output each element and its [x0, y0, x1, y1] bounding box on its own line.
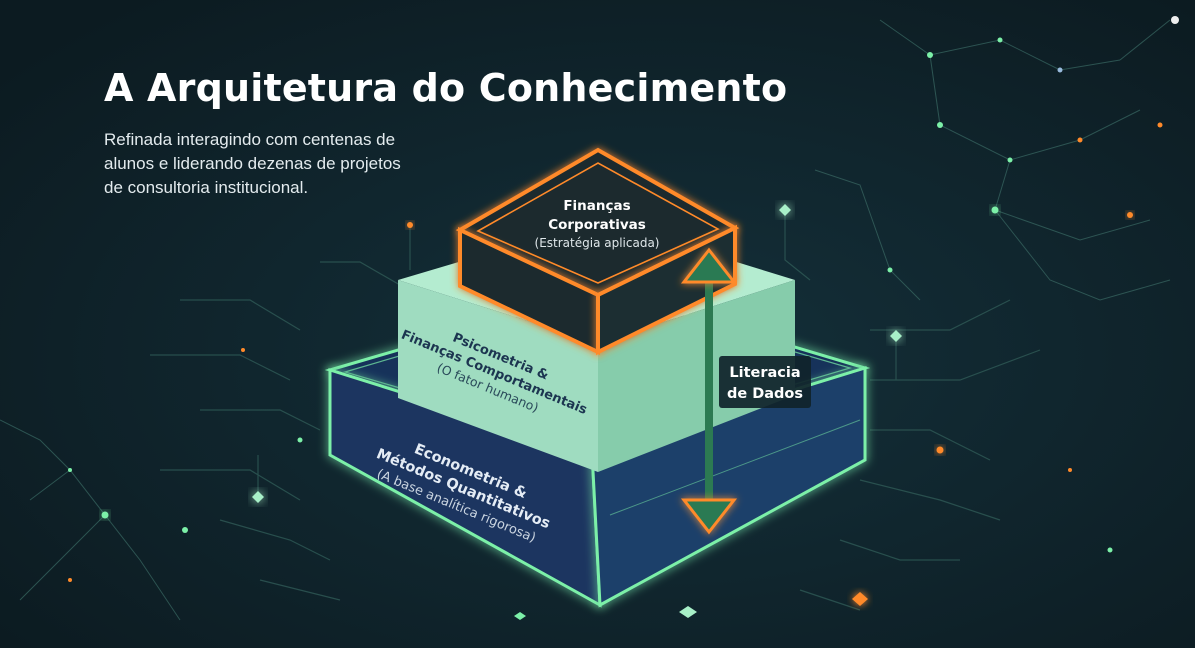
- diamond-markers: [252, 204, 902, 620]
- layer-top-label: Finanças Corporativas (Estratégia aplica…: [535, 198, 660, 250]
- layer-top-line2: Corporativas: [548, 217, 646, 233]
- network-nodes: [68, 16, 1179, 582]
- subtitle-line-3: de consultoria institucional.: [104, 178, 309, 197]
- page-subtitle: Refinada interagindo com centenas de alu…: [104, 128, 484, 200]
- circuit-traces: [150, 210, 1041, 611]
- data-literacy-arrow: [680, 247, 738, 535]
- arrow-label-line2: de Dados: [727, 386, 803, 402]
- arrow-up-icon: [680, 247, 738, 284]
- arrow-label-box: [719, 356, 811, 408]
- subtitle-line-2: alunos e liderando dezenas de projetos: [104, 154, 401, 173]
- layer-top-note: (Estratégia aplicada): [535, 236, 660, 250]
- arrow-label: Literacia de Dados: [727, 365, 803, 402]
- arrow-label-line1: Literacia: [729, 365, 800, 381]
- page-title: A Arquitetura do Conhecimento: [104, 66, 788, 110]
- subtitle-line-1: Refinada interagindo com centenas de: [104, 130, 396, 149]
- layer-top-line1: Finanças: [563, 198, 630, 214]
- arrow-down-icon: [680, 498, 738, 535]
